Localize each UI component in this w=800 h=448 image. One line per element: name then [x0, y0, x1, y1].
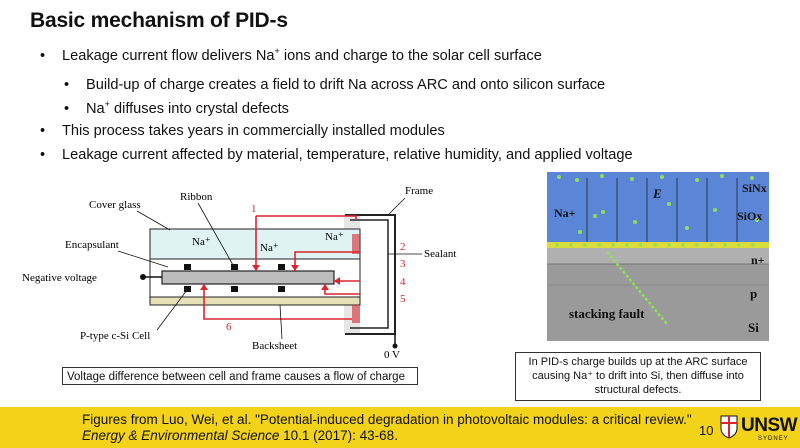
- slide-title: Basic mechanism of PID-s: [30, 9, 288, 32]
- pid-silicon-diagram: SiNx SiOx n+ p Si Na+ E stacking fault: [547, 172, 769, 341]
- n-plus-layer: [547, 248, 769, 264]
- crest-icon: [720, 415, 738, 439]
- layer-label-sinx: SiNx: [742, 181, 767, 195]
- left-figure-caption: Voltage difference between cell and fram…: [62, 367, 418, 385]
- cell-layer: [161, 270, 335, 285]
- label-sealant: Sealant: [424, 248, 456, 260]
- path-label-2: 2: [400, 241, 406, 253]
- path-label-5: 5: [400, 293, 406, 305]
- label-negative-voltage: Negative voltage: [22, 272, 97, 284]
- label-cell: P-type c-Si Cell: [80, 330, 150, 342]
- bullet-1: Leakage current flow delivers Na+ ions a…: [40, 47, 542, 64]
- label-na-2: Na⁺: [260, 242, 279, 254]
- path-label-1: 1: [251, 203, 257, 215]
- label-na-ion: Na+: [554, 206, 576, 220]
- bullet-2: This process takes years in commercially…: [40, 123, 445, 139]
- frame-outline: [345, 214, 396, 335]
- path-label-4: 4: [400, 276, 406, 288]
- path-label-6: 6: [226, 321, 232, 333]
- label-field-e: E: [652, 186, 662, 201]
- label-frame: Frame: [405, 185, 433, 197]
- right-figure-caption: In PID-s charge builds up at the ARC sur…: [515, 352, 761, 401]
- sinx-layer: [547, 172, 769, 246]
- siox-layer: [547, 242, 769, 248]
- stacking-fault-line: [606, 251, 668, 325]
- layer-label-p: p: [750, 286, 757, 301]
- label-na-3: Na⁺: [325, 231, 344, 243]
- layer-label-siox: SiOx: [737, 209, 762, 223]
- layer-label-si: Si: [748, 320, 759, 335]
- footer-bar: Figures from Luo, Wei, et al. "Potential…: [0, 407, 800, 448]
- label-backsheet: Backsheet: [252, 340, 297, 352]
- bullet-1b: Na+ diffuses into crystal defects: [64, 100, 289, 117]
- label-cover-glass: Cover glass: [89, 199, 141, 211]
- path-label-3: 3: [400, 258, 406, 270]
- label-stacking-fault: stacking fault: [569, 306, 645, 321]
- bullet-1a: Build-up of charge creates a field to dr…: [64, 77, 605, 93]
- label-encapsulant: Encapsulant: [65, 239, 119, 251]
- label-ribbon: Ribbon: [180, 191, 213, 203]
- page-number: 10: [699, 423, 714, 438]
- reference-text: Figures from Luo, Wei, et al. "Potential…: [82, 412, 692, 443]
- pid-module-schematic: 1 2 3 4 5 6 Cover glass Ribbon Frame Enc…: [22, 185, 456, 361]
- unsw-logo: UNSW SYDNEY: [720, 415, 798, 443]
- bullet-3: Leakage current affected by material, te…: [40, 147, 633, 163]
- layer-label-n-plus: n+: [751, 253, 765, 267]
- label-na-1: Na⁺: [192, 236, 211, 248]
- label-zero-volt: 0 V: [384, 349, 400, 361]
- backsheet-layer: [149, 296, 361, 306]
